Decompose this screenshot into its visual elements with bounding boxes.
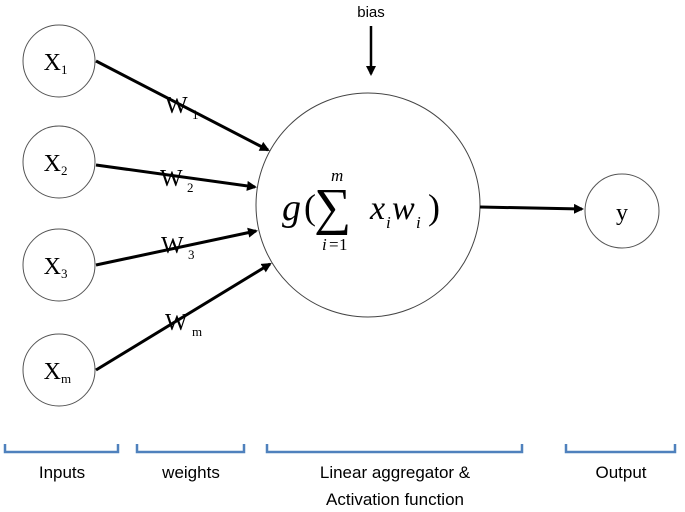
svg-text:=: = <box>329 235 339 254</box>
weight-label-wm: W m <box>165 310 202 339</box>
edge-x1 <box>95 59 270 152</box>
bracket-aggregator <box>265 444 524 454</box>
bracket-weights <box>135 444 246 454</box>
svg-text:i: i <box>322 235 327 254</box>
svg-text:i: i <box>416 213 421 232</box>
svg-text:i: i <box>386 213 391 232</box>
svg-text:3: 3 <box>61 266 68 281</box>
input-node-x2: X 2 <box>22 125 96 199</box>
edge-x2 <box>95 163 257 191</box>
svg-text:2: 2 <box>187 180 194 195</box>
svg-text:x: x <box>369 190 385 227</box>
input-node-x1: X 1 <box>22 24 96 98</box>
output-node: y <box>584 173 660 249</box>
activation-formula: g ( ∑ m i = 1 x i w i ) <box>282 166 440 254</box>
svg-text:1: 1 <box>192 107 199 122</box>
svg-text:y: y <box>616 200 628 226</box>
svg-text:1: 1 <box>61 62 68 77</box>
group-label-aggregator-line2: Activation function <box>326 490 464 509</box>
input-node-xm: X m <box>22 333 96 407</box>
svg-text:X: X <box>44 151 61 177</box>
svg-text:): ) <box>428 187 440 227</box>
svg-text:X: X <box>44 50 61 76</box>
svg-text:W: W <box>165 310 188 336</box>
svg-text:(: ( <box>304 187 316 227</box>
weight-label-w3: W 3 <box>161 233 195 262</box>
group-label-aggregator-line1: Linear aggregator & <box>320 463 471 482</box>
group-label-inputs: Inputs <box>39 463 85 482</box>
bracket-inputs <box>3 444 120 454</box>
svg-text:m: m <box>192 324 202 339</box>
svg-text:g: g <box>282 187 301 229</box>
weight-label-w1: W 1 <box>165 93 199 122</box>
neuron-node <box>255 92 481 318</box>
svg-text:W: W <box>161 233 184 259</box>
svg-text:1: 1 <box>339 235 348 254</box>
bias-label: bias <box>357 4 385 21</box>
svg-text:X: X <box>44 254 61 280</box>
input-node-x3: X 3 <box>22 228 96 302</box>
weight-label-w2: W 2 <box>160 166 194 195</box>
svg-text:w: w <box>392 190 415 227</box>
svg-text:X: X <box>44 359 61 385</box>
output-edge <box>479 203 584 214</box>
edge-x3 <box>95 227 258 267</box>
group-brackets <box>3 444 677 454</box>
svg-text:W: W <box>165 93 188 119</box>
svg-text:3: 3 <box>188 247 195 262</box>
group-label-output: Output <box>595 463 646 482</box>
svg-text:∑: ∑ <box>314 179 351 236</box>
svg-text:m: m <box>61 371 71 386</box>
group-label-weights: weights <box>161 463 220 482</box>
svg-text:m: m <box>331 166 343 185</box>
edge-xm <box>95 262 272 372</box>
svg-text:2: 2 <box>61 163 68 178</box>
svg-text:W: W <box>160 166 183 192</box>
bracket-output <box>564 444 677 454</box>
